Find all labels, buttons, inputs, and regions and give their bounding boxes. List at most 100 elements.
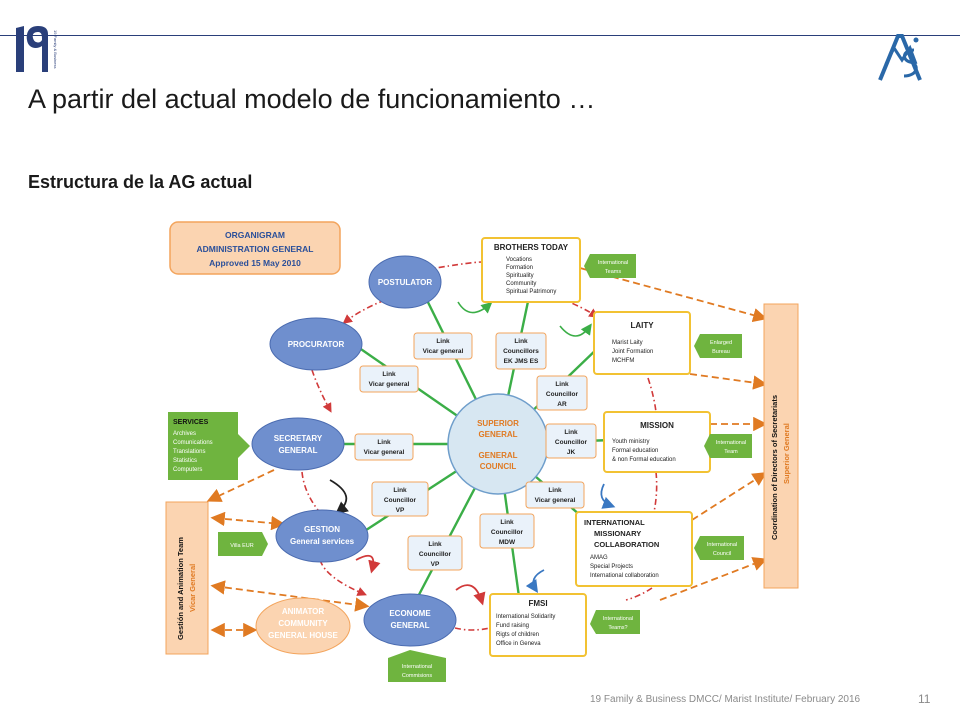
oval-animator: ANIMATOR COMMUNITY GENERAL HOUSE — [255, 597, 351, 655]
link-box-4: Link Councillor AR — [536, 375, 588, 411]
link9-line-2: Councillor — [491, 529, 524, 536]
tag-international-commisions: International Commisions — [388, 650, 446, 682]
oval-gestion: GESTION General services — [275, 509, 369, 563]
curl-arrow-green-1 — [457, 301, 493, 314]
tag-villa-eur-label: Villa EUR — [230, 543, 253, 549]
services-item-2: Comunications — [173, 440, 213, 446]
imc-title-3: COLLABORATION — [594, 540, 659, 549]
fmsi-item-1: International Solidarity — [496, 614, 555, 620]
slide-title: A partir del actual modelo de funcionami… — [28, 84, 596, 114]
slide-subtitle: Estructura de la AG actual — [28, 172, 253, 192]
brothers-item-4: Community — [506, 281, 536, 287]
link2-line-3: EK JMS ES — [504, 358, 539, 365]
link9-line-3: MDW — [499, 539, 516, 546]
header-rule — [0, 35, 960, 36]
logo-dot — [913, 37, 919, 43]
logo-vertical-text: 19 Family & Business — [53, 30, 58, 68]
link8-line-1: Link — [548, 487, 562, 494]
fmsi-item-4: Office in Geneva — [496, 641, 541, 647]
link4-line-1: Link — [555, 381, 569, 388]
center-line-2: GENERAL — [478, 430, 517, 439]
link7-line-3: VP — [396, 507, 405, 514]
services-item-4: Statistics — [173, 458, 197, 464]
logo-mark-9 — [26, 26, 48, 72]
link4-line-2: Councillor — [546, 391, 579, 398]
link4-line-3: AR — [557, 401, 567, 408]
secretariat-laity: LAITY Marist Laity Joint Formation MCHFM — [593, 311, 691, 375]
tag-international-team: International Team — [704, 434, 752, 458]
laity-item-1: Marist Laity — [612, 340, 643, 346]
secretary-line-1: SECRETARY — [274, 434, 323, 443]
fmsi-item-2: Fund raising — [496, 623, 529, 629]
mission-item-3: & non Formal education — [612, 457, 676, 463]
tag-enlarged-2: Bureau — [712, 349, 730, 355]
oval-secretary: SECRETARY GENERAL — [251, 417, 345, 471]
link10-line-1: Link — [428, 541, 442, 548]
oval-econome: ECONOME GENERAL — [363, 593, 457, 647]
coordination-panel: Coordination of Directors of Secretariat… — [763, 303, 799, 589]
institute-logo: 19 Family & Business — [16, 26, 58, 72]
page-number: 11 — [918, 692, 931, 706]
link-box-1: Link Vicar general — [413, 332, 473, 360]
link-box-8: Link Vicar general — [525, 481, 585, 509]
oval-procurator: PROCURATOR — [269, 317, 363, 371]
services-item-1: Archives — [173, 431, 196, 437]
coordination-line-2: Superior General — [782, 423, 791, 484]
curl-arrow-blue-2 — [525, 569, 545, 593]
center-line-1: SUPERIOR — [477, 419, 519, 428]
gestion-team-panel: Gestión and Animation Team Vicar General — [165, 501, 209, 655]
link2-line-1: Link — [514, 338, 528, 345]
econome-line-2: GENERAL — [390, 621, 429, 630]
logo-stroke-s — [903, 48, 918, 78]
marist-logo — [878, 34, 922, 81]
curl-arrow-red-1 — [355, 554, 381, 574]
tag-intl-council-1: International — [707, 542, 737, 548]
animator-line-3: GENERAL HOUSE — [268, 631, 338, 640]
gestion-team-line-2: Vicar General — [188, 564, 197, 612]
link-box-3: Link Vicar general — [359, 365, 419, 393]
organigram-line-1: ORGANIGRAM — [225, 230, 285, 240]
link-box-5: Link Vicar general — [354, 433, 414, 461]
link5-line-2: Vicar general — [364, 449, 405, 456]
curl-arrow-black — [329, 479, 349, 515]
tag-enlarged-1: Enlarged — [710, 340, 732, 346]
brothers-item-1: Vocations — [506, 257, 532, 263]
link-box-10: Link Councillor VP — [407, 535, 463, 571]
tag-intl-teams-q-1: International — [603, 616, 633, 622]
link-box-9: Link Councillor MDW — [479, 513, 535, 549]
services-item-3: Translations — [173, 449, 205, 455]
imc-item-2: Special Projects — [590, 564, 633, 570]
tag-intl-council-2: Council — [713, 551, 731, 557]
tag-intl-team-1: International — [716, 440, 746, 446]
imc-item-3: International collaboration — [590, 573, 659, 579]
tag-international-teams-q: International Teams? — [590, 610, 640, 634]
organigram-box: ORGANIGRAM ADMINISTRATION GENERAL Approv… — [169, 221, 341, 275]
link6-line-1: Link — [564, 429, 578, 436]
link2-line-2: Councillors — [503, 348, 539, 355]
logo-mark-1 — [16, 26, 24, 72]
imc-title-1: INTERNATIONAL — [584, 518, 645, 527]
services-title: SERVICES — [173, 419, 209, 426]
fmsi-item-3: Rigts of children — [496, 632, 539, 638]
brothers-item-2: Formation — [506, 265, 533, 271]
tag-intl-commisions-2: Commisions — [402, 673, 433, 679]
link6-line-3: JK — [567, 449, 576, 456]
curl-arrow-blue-1 — [600, 483, 616, 509]
brothers-item-3: Spirituality — [506, 273, 534, 279]
tag-enlarged-bureau: Enlarged Bureau — [694, 334, 742, 358]
link9-line-1: Link — [500, 519, 514, 526]
tag-intl-teams-2: Teams — [605, 269, 621, 275]
brothers-item-5: Spiritual Patrimony — [506, 289, 556, 295]
tag-intl-teams-q-2: Teams? — [608, 625, 627, 631]
curl-arrow-green-2 — [559, 323, 592, 337]
tag-villa-eur: Villa EUR — [218, 532, 268, 556]
imc-title-2: MISSIONARY — [594, 529, 641, 538]
link7-line-1: Link — [393, 487, 407, 494]
center-line-4: COUNCIL — [480, 462, 517, 471]
gestion-line-2: General services — [290, 537, 355, 546]
econome-line-1: ECONOME — [389, 609, 431, 618]
link8-line-2: Vicar general — [535, 497, 576, 504]
imc-item-1: AMAG — [590, 555, 608, 561]
services-item-5: Computers — [173, 467, 202, 473]
